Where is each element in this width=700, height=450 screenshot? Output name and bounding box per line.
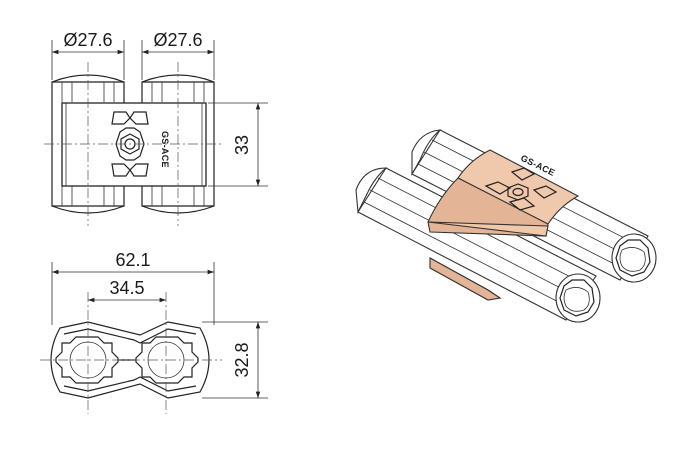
dimension-overall-width: 62.1 [51, 250, 215, 325]
dimension-plate-height: 33 [208, 102, 268, 187]
side-view: 62.1 34.5 32.8 [40, 250, 268, 414]
iso-front-pipe [355, 167, 601, 323]
top-view: GS-ACE Ø27.6 Ø27.6 33 [44, 30, 268, 226]
connector-plate-top [61, 102, 207, 187]
svg-text:Ø27.6: Ø27.6 [153, 30, 202, 50]
dimension-overall-height: 32.8 [202, 321, 268, 399]
isometric-view: GS-ACE [355, 129, 657, 323]
logo-text-front: GS-ACE [160, 131, 170, 168]
iso-hole-pattern [484, 167, 558, 211]
iso-hex-nut-icon [507, 183, 529, 201]
dimension-right-diameter: Ø27.6 [141, 30, 215, 80]
svg-text:32.8: 32.8 [232, 342, 252, 377]
svg-text:Ø27.6: Ø27.6 [63, 30, 112, 50]
dimension-center-distance: 34.5 [88, 278, 166, 303]
svg-text:62.1: 62.1 [115, 250, 150, 270]
svg-text:34.5: 34.5 [109, 278, 144, 298]
dimension-left-diameter: Ø27.6 [51, 30, 125, 80]
svg-text:33: 33 [232, 135, 252, 155]
iso-top-plate: GS-ACE [427, 149, 580, 237]
